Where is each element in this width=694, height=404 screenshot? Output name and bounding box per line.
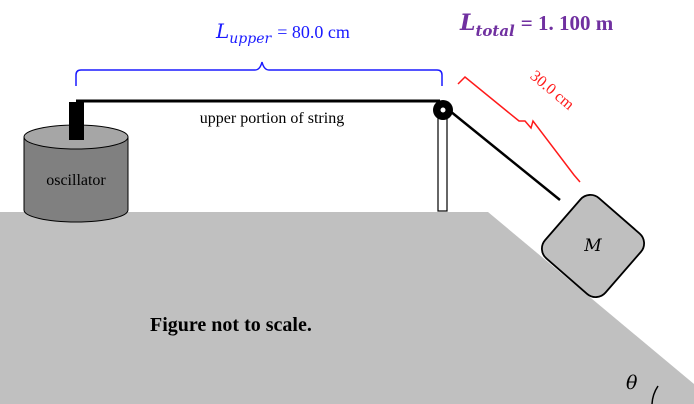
oscillator-label: oscillator: [46, 172, 106, 189]
upper-length-brace: [75, 61, 443, 86]
lower-length-label: 30.0 cm: [527, 67, 578, 114]
pulley-post: [437, 105, 448, 212]
string-label: upper portion of string: [200, 110, 344, 127]
mass-label: M: [583, 236, 602, 256]
scale-note: Figure not to scale.: [150, 314, 312, 336]
angle-label: θ: [626, 372, 638, 394]
total-length-label: Ltotal= 1. 100 m: [459, 10, 614, 40]
upper-length-label: Lupper= 80.0 cm: [215, 19, 350, 47]
lower-length-bracket: [457, 75, 581, 183]
mass-block: [541, 194, 645, 298]
driver-rod: [69, 102, 84, 140]
lower-string: [449, 110, 561, 201]
pulley-axle: [440, 107, 446, 113]
table-surface: [0, 212, 694, 404]
